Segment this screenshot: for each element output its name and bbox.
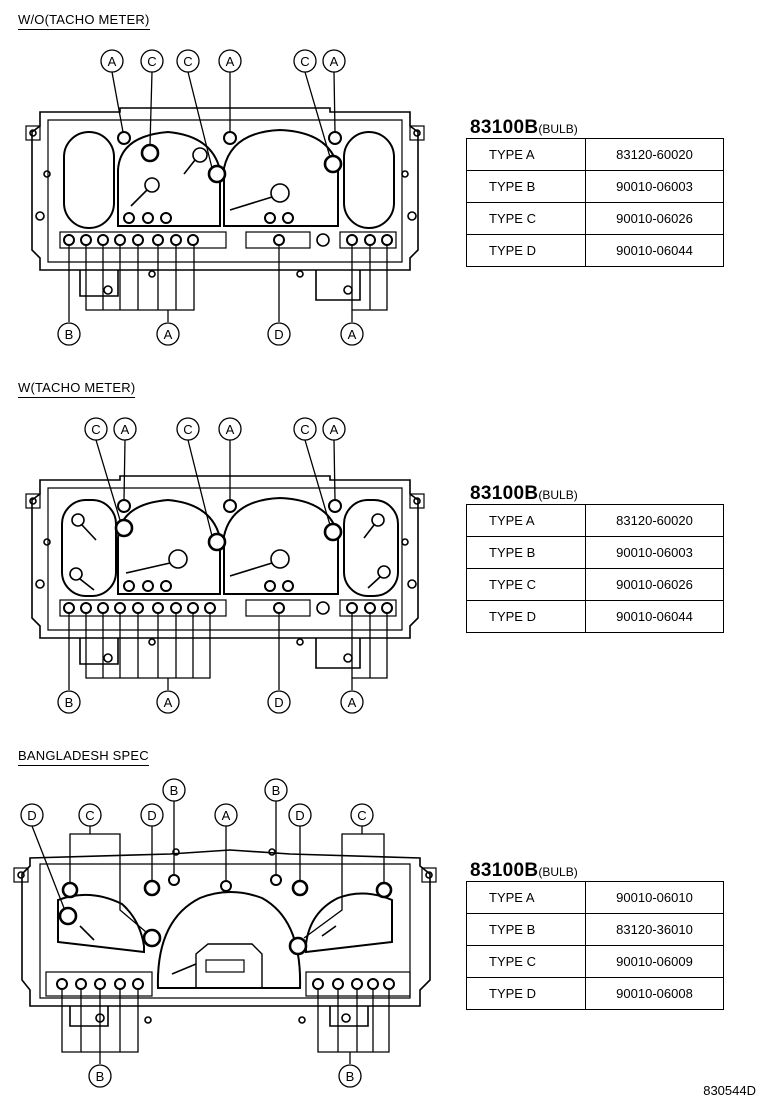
part-number: 83100B	[470, 860, 539, 881]
part-number: 83100B	[470, 483, 539, 504]
callout-label: C	[183, 422, 192, 437]
callout-label: A	[330, 54, 339, 69]
cluster-diagram-w-tacho: C A C A C A B A D A	[25, 417, 425, 714]
part-number-cell: 90010-06003	[585, 536, 724, 569]
part-number: 83100B	[470, 117, 539, 138]
type-cell: TYPE C	[466, 568, 586, 601]
callout-label: C	[147, 54, 156, 69]
cluster-diagram-bangladesh: D C D B A B D C B B	[13, 778, 437, 1088]
callout-label: C	[85, 808, 94, 823]
callout-label: A	[348, 327, 357, 342]
callout-label: D	[147, 808, 156, 823]
callout-label: D	[295, 808, 304, 823]
section-title-w-tacho: W(TACHO METER)	[18, 380, 136, 398]
callout-label: A	[108, 54, 117, 69]
type-cell: TYPE A	[466, 881, 586, 914]
callout-label: B	[65, 327, 74, 342]
callout-label: B	[170, 783, 179, 798]
section-title-wo-tacho: W/O(TACHO METER)	[18, 12, 150, 30]
figure-code: 830544D	[703, 1083, 756, 1098]
callout-label: A	[164, 327, 173, 342]
part-heading: 83100B(BULB)	[470, 117, 578, 139]
part-heading: 83100B(BULB)	[470, 860, 578, 882]
type-cell: TYPE A	[466, 504, 586, 537]
type-cell: TYPE A	[466, 138, 586, 171]
callout-label: B	[65, 695, 74, 710]
type-cell: TYPE B	[466, 913, 586, 946]
callout-label: B	[272, 783, 281, 798]
part-number-cell: 83120-60020	[585, 504, 724, 537]
callout-label: D	[27, 808, 36, 823]
callout-label: A	[330, 422, 339, 437]
type-cell: TYPE C	[466, 202, 586, 235]
part-number-cell: 90010-06003	[585, 170, 724, 203]
part-sub: (BULB)	[538, 122, 578, 136]
part-number-cell: 90010-06009	[585, 945, 724, 978]
callout-label: D	[274, 327, 283, 342]
callout-label: A	[222, 808, 231, 823]
part-number-cell: 90010-06026	[585, 568, 724, 601]
part-number-cell: 83120-60020	[585, 138, 724, 171]
part-number-cell: 83120-36010	[585, 913, 724, 946]
callout-label: D	[274, 695, 283, 710]
part-heading: 83100B(BULB)	[470, 483, 578, 505]
cluster-diagram-wo-tacho: A C C A C A B A D A	[25, 49, 425, 346]
type-cell: TYPE B	[466, 536, 586, 569]
part-number-cell: 90010-06044	[585, 600, 724, 633]
part-sub: (BULB)	[538, 488, 578, 502]
type-cell: TYPE B	[466, 170, 586, 203]
callout-label: A	[226, 54, 235, 69]
part-number-cell: 90010-06010	[585, 881, 724, 914]
type-cell: TYPE C	[466, 945, 586, 978]
callout-label: A	[348, 695, 357, 710]
type-cell: TYPE D	[466, 600, 586, 633]
callout-label: C	[300, 422, 309, 437]
callout-label: C	[357, 808, 366, 823]
type-cell: TYPE D	[466, 977, 586, 1010]
part-number-cell: 90010-06044	[585, 234, 724, 267]
type-cell: TYPE D	[466, 234, 586, 267]
callout-label: A	[164, 695, 173, 710]
callout-label: C	[183, 54, 192, 69]
callout-label: C	[91, 422, 100, 437]
callout-label: A	[121, 422, 130, 437]
callout-label: C	[300, 54, 309, 69]
callout-label: B	[346, 1069, 355, 1084]
callout-label: B	[96, 1069, 105, 1084]
callout-label: A	[226, 422, 235, 437]
part-sub: (BULB)	[538, 865, 578, 879]
part-number-cell: 90010-06026	[585, 202, 724, 235]
part-number-cell: 90010-06008	[585, 977, 724, 1010]
section-title-bangladesh-spec: BANGLADESH SPEC	[18, 748, 149, 766]
